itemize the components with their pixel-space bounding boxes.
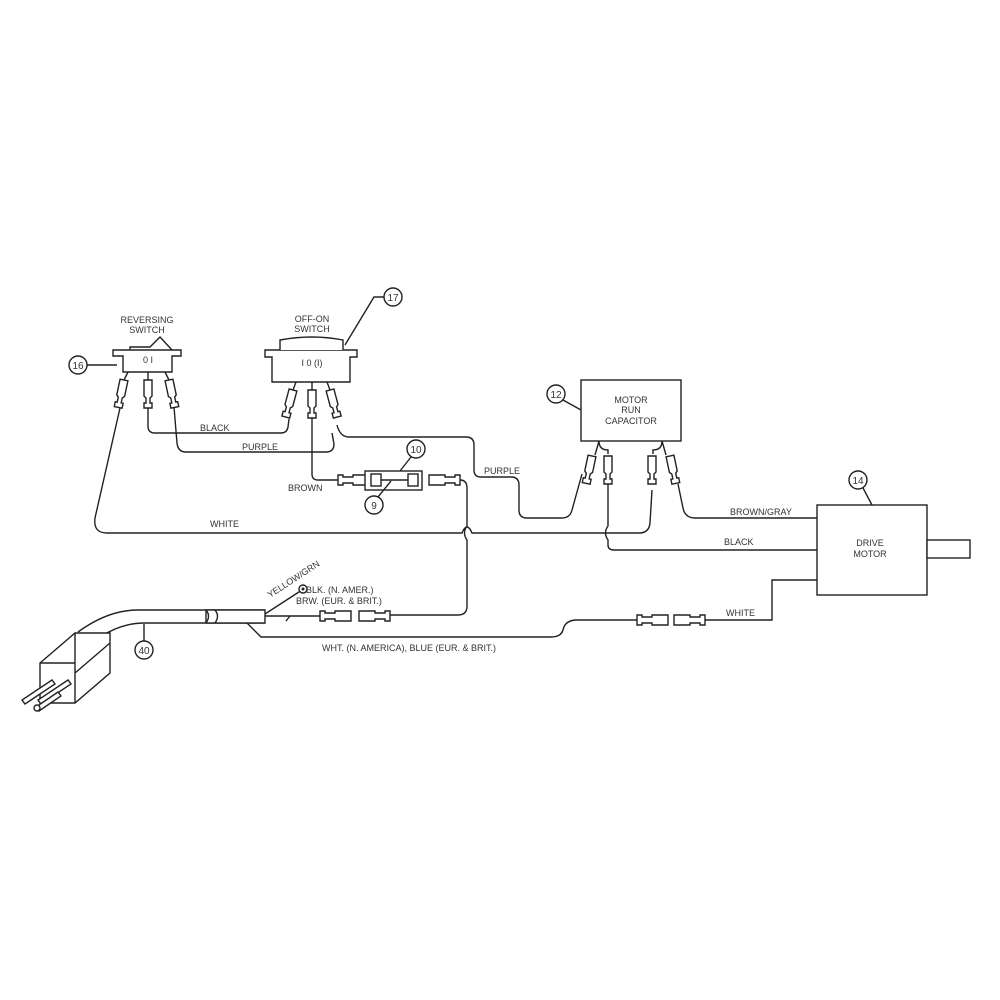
svg-text:12: 12	[550, 390, 562, 401]
reversing-switch-positions: 0 I	[143, 355, 153, 365]
wire-label-black: BLACK	[200, 423, 230, 433]
fuse-holder	[337, 470, 468, 616]
callout-16: 16	[68, 355, 117, 375]
reversing-switch-label-2: SWITCH	[129, 325, 165, 335]
callout-9: 9	[364, 480, 392, 515]
power-cord	[20, 584, 391, 712]
wire-label-brown-gray: BROWN/GRAY	[730, 507, 792, 517]
callout-40: 40	[134, 624, 154, 660]
svg-text:40: 40	[138, 646, 150, 657]
svg-text:17: 17	[387, 293, 399, 304]
wire-label-hot-2: BRW. (EUR. & BRIT.)	[296, 596, 382, 606]
callout-12: 12	[546, 384, 582, 411]
drive-motor: DRIVE MOTOR	[243, 504, 971, 638]
wire-label-white-motor: WHITE	[726, 608, 755, 618]
wire-label-purple-cap: PURPLE	[484, 466, 520, 476]
callout-14: 14	[848, 470, 873, 506]
wire-label-hot-1: BLK. (N. AMER.)	[306, 585, 374, 595]
motor-run-capacitor: MOTOR RUN CAPACITOR	[580, 379, 817, 551]
reversing-switch-label: REVERSING	[120, 315, 173, 325]
drive-motor-label: DRIVE	[856, 538, 884, 548]
wire-label-white: WHITE	[210, 519, 239, 529]
svg-text:16: 16	[72, 361, 84, 372]
svg-text:10: 10	[410, 445, 422, 456]
wire-label-brown: BROWN	[288, 483, 323, 493]
capacitor-label: MOTOR	[614, 395, 648, 405]
callout-10: 10	[399, 439, 426, 472]
wire-label-neutral: WHT. (N. AMERICA), BLUE (EUR. & BRIT.)	[322, 643, 496, 653]
svg-text:14: 14	[852, 476, 864, 487]
drive-motor-label-2: MOTOR	[853, 549, 887, 559]
wire-label-black-motor: BLACK	[724, 537, 754, 547]
wire-label-purple: PURPLE	[242, 442, 278, 452]
capacitor-label-2: RUN	[621, 405, 641, 415]
capacitor-label-3: CAPACITOR	[605, 416, 657, 426]
svg-text:9: 9	[371, 501, 377, 512]
off-on-switch-label: OFF-ON	[295, 314, 330, 324]
off-on-switch-positions: I 0 (I)	[301, 358, 322, 368]
reversing-switch: REVERSING SWITCH 0 I	[112, 315, 182, 409]
off-on-switch-label-2: SWITCH	[294, 324, 330, 334]
callout-17: 17	[344, 287, 403, 346]
off-on-switch: OFF-ON SWITCH I 0 (I)	[264, 314, 358, 419]
